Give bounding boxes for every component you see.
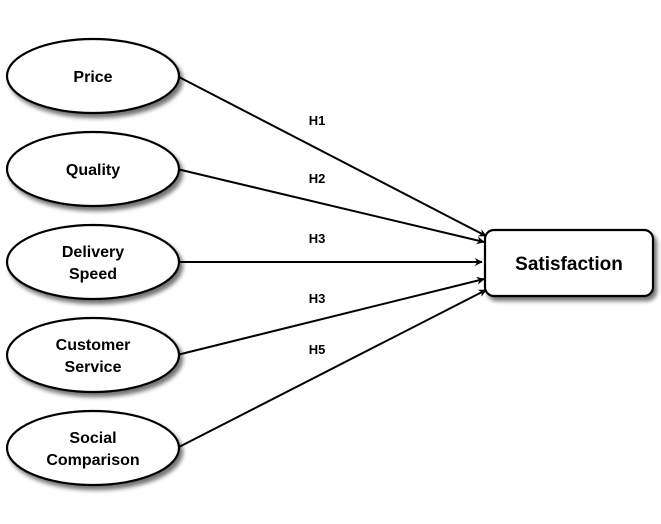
edge-label-quality: H2: [309, 171, 326, 186]
edge-arrow-customer-service: [176, 276, 485, 356]
node-label-price-0: Price: [73, 69, 112, 86]
edge-label-delivery-speed: H3: [309, 231, 326, 246]
node-label-customer-service-0: Customer: [56, 337, 131, 354]
edge-arrow-social-comparison: [176, 289, 487, 449]
node-price: Price: [5, 37, 181, 115]
edge-label-price: H1: [309, 113, 326, 128]
node-ellipse-price: [5, 37, 181, 115]
node-label-delivery-speed-1: Speed: [69, 266, 117, 283]
edge-label-customer-service: H3: [309, 291, 326, 306]
edge-arrow-price: [176, 75, 487, 237]
node-ellipse-delivery-speed: [5, 223, 181, 301]
node-ellipse-quality: [5, 130, 181, 208]
node-quality: Quality: [5, 130, 181, 208]
edge-arrow-quality: [176, 168, 485, 245]
edge-label-social-comparison: H5: [309, 342, 326, 357]
node-label-quality-0: Quality: [66, 162, 120, 179]
node-label-social-comparison-0: Social: [69, 430, 116, 447]
node-label-satisfaction: Satisfaction: [515, 254, 623, 275]
nodes-layer: PriceQualityDeliverySpeedCustomerService…: [5, 37, 655, 487]
node-label-delivery-speed-0: Delivery: [62, 244, 124, 261]
edges-layer: [176, 75, 487, 449]
node-box-satisfaction: [483, 228, 655, 298]
node-label-social-comparison-1: Comparison: [46, 452, 139, 469]
node-ellipse-social-comparison: [5, 409, 181, 487]
node-label-customer-service-1: Service: [65, 359, 122, 376]
node-ellipse-customer-service: [5, 316, 181, 394]
node-satisfaction: Satisfaction: [483, 228, 655, 298]
